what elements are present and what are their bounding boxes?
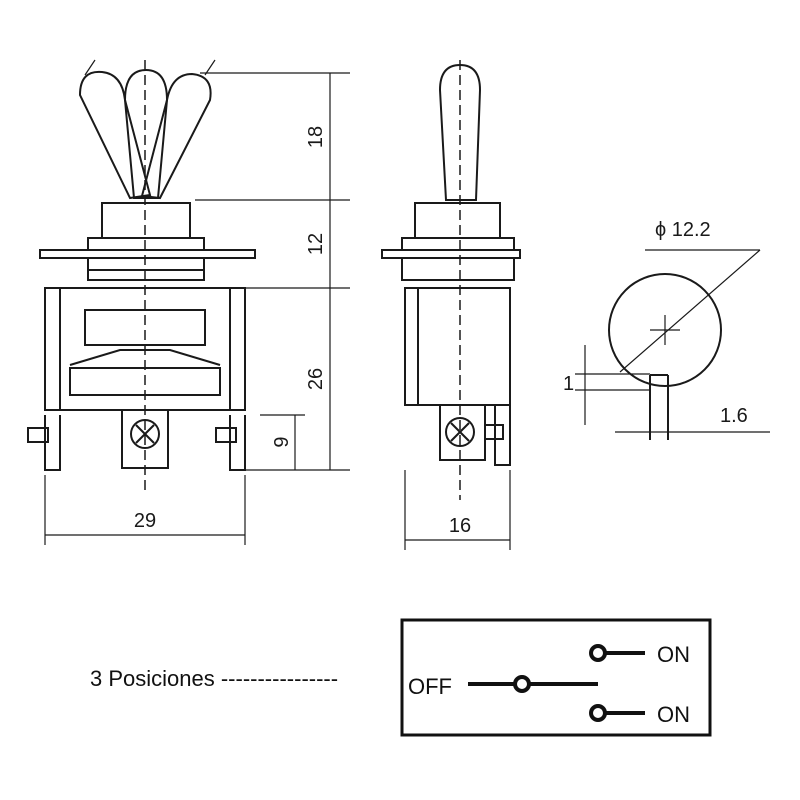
dim-side-width: 16 xyxy=(449,515,471,537)
nut xyxy=(87,237,205,251)
toggle-levers xyxy=(78,59,216,200)
common-contact xyxy=(513,675,531,693)
terminal-screws xyxy=(27,409,246,471)
bushing xyxy=(101,202,191,239)
lever xyxy=(438,63,482,201)
dim-bushing-height: 12 xyxy=(305,233,327,255)
mounting-plate xyxy=(39,249,256,259)
width-dimension: 29 xyxy=(44,475,246,545)
dim-lever-height: 18 xyxy=(305,126,327,148)
on-bottom-label: ON xyxy=(657,702,690,727)
dim-body-height: 26 xyxy=(305,368,327,390)
switch-schematic: OFF ON ON xyxy=(400,618,712,737)
mounting-hole-view: ϕ 12.2 1 1.6 xyxy=(563,219,770,440)
front-view xyxy=(27,59,256,495)
key-tab xyxy=(649,374,669,440)
on-top-label: ON xyxy=(657,642,690,667)
dim-key-height: 1 xyxy=(563,373,574,395)
dim-terminal-height: 9 xyxy=(271,436,293,447)
dim-hole-diameter: ϕ 12.2 xyxy=(655,219,711,241)
dim-key-width: 1.6 xyxy=(720,405,748,427)
height-dimensions: 18 12 26 9 xyxy=(195,72,350,471)
side-view: 16 xyxy=(381,60,521,550)
positions-caption: 3 Posiciones ---------------- xyxy=(90,666,338,691)
off-label: OFF xyxy=(408,674,452,699)
dim-body-width: 29 xyxy=(134,510,156,532)
